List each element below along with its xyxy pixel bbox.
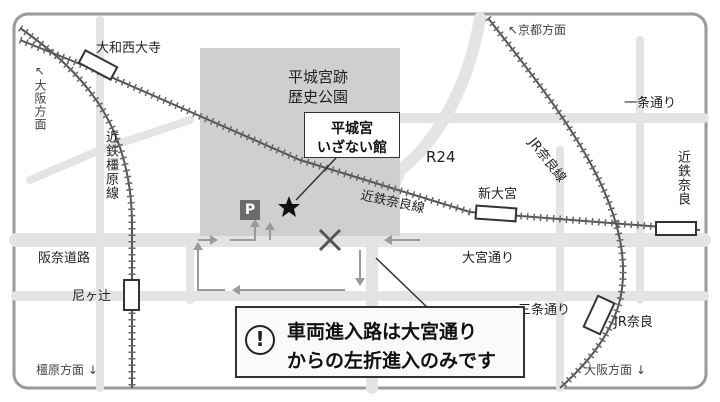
museum-name-line2: いざない館 [317,140,387,156]
station-label-jr-nara: JR奈良 [614,315,653,330]
kintetsu-kashihara-line [19,27,133,388]
museum-leader [295,157,337,201]
station-label-shin-omiya: 新大宮 [478,187,518,202]
arrowhead-3 [232,285,240,295]
road-network [9,12,711,394]
station-label-yamato-saidaiji: 大和西大寺 [96,41,162,56]
station-box-kintetsu-nara [655,221,697,236]
direction-label-kyoto: ↖京都方面 [508,23,567,37]
route-arrow-4 [197,250,225,291]
leader-lines [295,157,431,311]
road-label-hanna: 阪奈道路 [38,251,91,266]
arrowhead-5 [210,235,218,245]
misc-road-1 [26,116,194,184]
r24-road [366,12,486,394]
line-label-kintetsu-nara-right: 近鉄奈良 [675,150,690,206]
station-markers [77,49,697,336]
line-label-kintetsu-kashihara: 近鉄橿原線 [103,130,118,200]
station-label-amagatsuji: 尼ヶ辻 [72,289,112,304]
arrowhead-7 [265,222,275,230]
direction-label-kashihara: 橿原方面 ↓ [36,363,98,377]
park-name-line1: 平城宮跡 [288,68,349,86]
arrowhead-6 [250,219,260,227]
route-r24-label: R24 [426,148,456,166]
parking-icon: P [240,200,260,220]
museum-label-box: 平城宮 いざない館 [304,112,400,158]
direction-label-osaka-top: ↖大阪方面 [33,64,47,131]
notice-line2: からの左折進入のみです [287,350,497,372]
no-entry-cross [318,228,342,252]
arrowhead-4 [193,242,203,250]
kintetsu-nara-line-ties [18,36,701,234]
vehicle-entry-notice: ! 車両進入路は大宮通り からの左折進入のみです [235,306,525,378]
station-box-amagatsuji [123,279,140,311]
station-box-yamato-saidaiji [77,49,119,81]
exclamation-icon: ! [245,325,275,355]
road-label-ichijo: 一条通り [624,96,677,111]
arrowhead-1 [384,235,392,245]
railways [17,15,701,391]
station-box-jr-nara [582,294,616,336]
route-arrow-6 [230,225,256,241]
road-label-sanjo: 三条通り [518,303,571,318]
notice-leader [375,257,431,311]
cross-stroke-2 [318,228,342,252]
arrowhead-2 [355,278,365,286]
road-label-omiya: 大宮通り [462,251,515,266]
notice-line1: 車両進入路は大宮通り [287,321,478,343]
station-box-shin-omiya [474,204,518,223]
jr-nara-line [487,17,625,389]
park-name-line2: 歴史公園 [288,88,349,106]
route-arrowheads [193,219,392,295]
direction-label-osaka-bottom: 大阪方面 ↓ [584,363,646,377]
museum-star-icon [278,196,300,217]
museum-name-line1: 平城宮 [331,121,373,137]
